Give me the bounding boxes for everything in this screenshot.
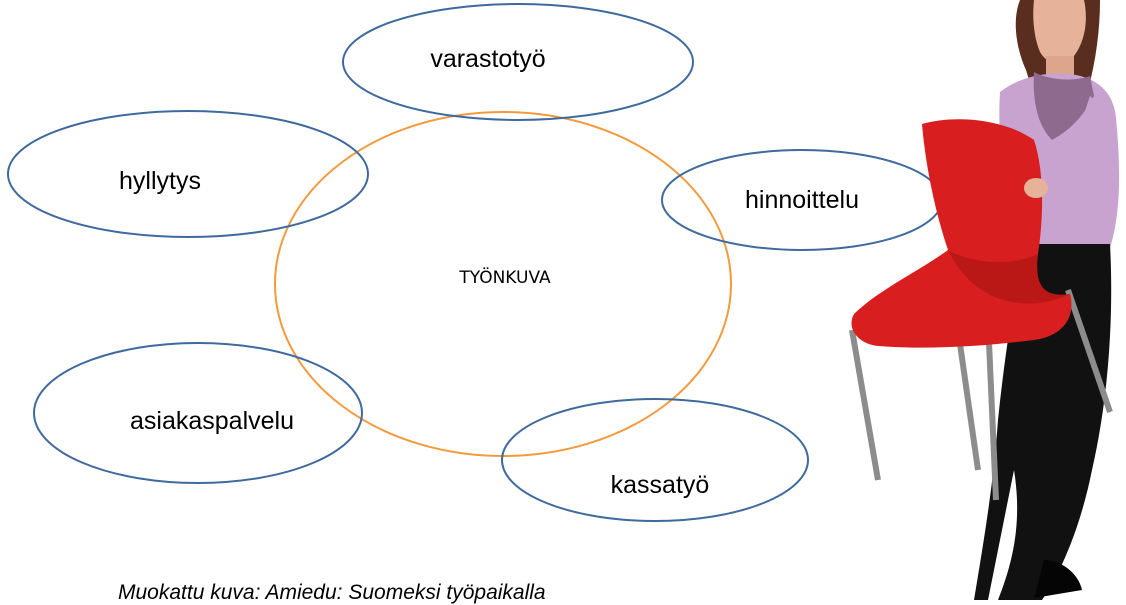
bubble-label-hinnoittelu: hinnoittelu — [745, 186, 859, 214]
arm-shape — [1082, 96, 1117, 202]
bubble-label-asiakaspalvelu: asiakaspalvelu — [130, 407, 294, 435]
bubble-label-hyllytys: hyllytys — [119, 167, 201, 195]
chair-shadow — [948, 250, 1070, 304]
bubble-label-varastotyo: varastotyö — [430, 45, 545, 73]
image-caption: Muokattu kuva: Amiedu: Suomeksi työpaika… — [118, 581, 546, 604]
hand-shape — [1024, 178, 1048, 198]
shoe-shape — [1034, 560, 1082, 598]
face-shape — [1033, 0, 1086, 64]
bubble-varastotyo — [342, 3, 694, 121]
bubble-asiakaspalvelu — [33, 342, 363, 484]
trousers-shape — [974, 244, 1112, 600]
bubble-kassatyo — [501, 398, 809, 522]
center-label: TYÖNKUVA — [458, 266, 551, 288]
bubble-hyllytys — [7, 110, 369, 238]
woman-carrying-red-chair-photo — [849, 0, 1120, 600]
bubble-label-kassatyo: kassatyö — [611, 471, 710, 499]
scarf-shape — [1033, 72, 1094, 140]
chair-legs — [849, 289, 1113, 501]
